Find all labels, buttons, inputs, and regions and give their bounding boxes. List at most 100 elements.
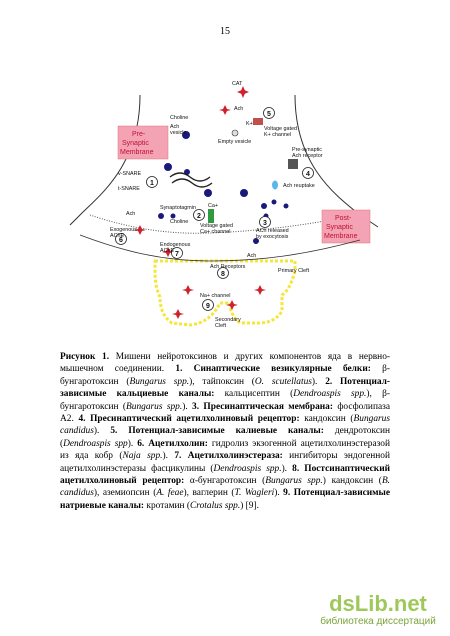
ach-star-icon bbox=[134, 225, 146, 235]
post-synaptic-label-box bbox=[321, 209, 371, 244]
marker-4-label: 4 bbox=[306, 171, 310, 178]
caption-segment: ). bbox=[182, 401, 193, 412]
caption-segment: O. scutellatus bbox=[254, 376, 312, 387]
fig-label-na-channel: Na+ channel bbox=[200, 293, 230, 299]
caption-segment: ). bbox=[281, 463, 293, 474]
fig-label-pre-1: Pre- bbox=[132, 131, 146, 138]
caption-segment: кандоксин ( bbox=[299, 414, 354, 425]
caption-segment: Bungarus spp. bbox=[129, 376, 190, 387]
fig-label-t-snare: t-SNARE bbox=[118, 186, 140, 192]
receptor-star-icon bbox=[172, 309, 184, 319]
caption-segment: ). bbox=[93, 426, 111, 437]
caption-segment: ), β-бунгаротоксин ( bbox=[60, 389, 390, 412]
caption-segment: 7. Ацетилхолинэстераза: bbox=[174, 451, 283, 462]
fig-label-pre-ach-2: Ach receptor bbox=[292, 153, 323, 159]
figure-caption: Рисунок 1. Мишени нейротоксинов и других… bbox=[60, 351, 390, 512]
fig-label-post-3: Membrane bbox=[324, 233, 358, 240]
caption-segment: ). bbox=[162, 451, 175, 462]
vesicle-icon bbox=[283, 203, 289, 209]
marker-9-label: 9 bbox=[206, 303, 210, 310]
fig-label-ach-vesicle-2: vesicle bbox=[170, 130, 186, 136]
caption-segment: кротамин ( bbox=[144, 500, 191, 511]
caption-segment: Crotalus spp. bbox=[190, 500, 241, 511]
caption-segment: кальцисептин ( bbox=[214, 389, 294, 400]
marker-3-label: 3 bbox=[263, 220, 267, 227]
neuromuscular-junction-figure: CAT Ach Choline Ach vesicle Empty vesicl… bbox=[60, 75, 390, 333]
page-number: 15 bbox=[220, 26, 230, 37]
fig-label-secondary-1: Secondary bbox=[215, 317, 241, 323]
ach-star-icon bbox=[219, 105, 231, 115]
caption-segment: ), ваглерин ( bbox=[183, 488, 235, 499]
cat-star-icon bbox=[237, 86, 249, 98]
ca-channel-icon bbox=[208, 209, 214, 223]
fig-label-choline: Choline bbox=[170, 115, 188, 121]
caption-segment: 1. Синаптические везикулярные белки: bbox=[175, 364, 371, 375]
vesicle-icon bbox=[158, 213, 164, 219]
caption-segment: Dendroaspis spp bbox=[63, 438, 128, 449]
marker-7 bbox=[171, 247, 183, 259]
ach-star-icon bbox=[162, 247, 174, 257]
caption-segment: Bungarus spp. bbox=[265, 476, 323, 487]
fig-label-empty-vesicle: Empty vesicle bbox=[218, 139, 251, 145]
fig-label-secondary-2: Cleft bbox=[215, 323, 227, 329]
fig-label-ach-vesicle: Ach bbox=[170, 124, 179, 130]
caption-segment: β-бунгаротоксин ( bbox=[60, 364, 390, 387]
fig-label-pre-3: Membrane bbox=[120, 149, 154, 156]
fig-label-ach-released-1: ACh released bbox=[256, 228, 289, 234]
post-membrane-line bbox=[79, 234, 361, 262]
marker-3 bbox=[259, 216, 271, 228]
vesicle-icon bbox=[271, 199, 277, 205]
receptor-star-icon bbox=[226, 300, 238, 310]
caption-segment: гидролиз экзогенной ацетилхолинэстеразой… bbox=[60, 438, 391, 462]
reuptake-drop-icon bbox=[272, 180, 278, 190]
caption-segment: A. feae bbox=[156, 488, 184, 499]
marker-1 bbox=[146, 176, 158, 188]
marker-7-label: 7 bbox=[175, 251, 179, 258]
fig-label-exo-2: AChE bbox=[110, 233, 124, 239]
caption-segment: Naja spp. bbox=[122, 451, 163, 462]
receptor-star-icon bbox=[182, 285, 194, 295]
caption-segment: Мишени нейротоксинов и других компоненто… bbox=[60, 352, 391, 375]
pre-ach-receptor-icon bbox=[288, 159, 298, 169]
caption-segment: ), аземиопсин ( bbox=[93, 488, 157, 499]
marker-6-label: 6 bbox=[119, 237, 123, 244]
fig-label-pre-2: Synaptic bbox=[122, 140, 149, 147]
caption-segment: 5. Потенциал-зависимые калиевые каналы: bbox=[110, 426, 324, 437]
caption-segment: Bungarus candidus bbox=[60, 414, 390, 437]
fig-label-vg-k-2: K+ channel bbox=[264, 132, 291, 138]
vesicle-icon bbox=[170, 213, 176, 219]
figure-svg: CAT Ach Choline Ach vesicle Empty vesicl… bbox=[69, 81, 379, 329]
fig-label-v-snare: v-SNARE bbox=[118, 171, 141, 177]
fig-label-ach-top: Ach bbox=[234, 106, 243, 112]
fig-label-endo-1: Endogenous bbox=[160, 242, 191, 248]
caption-segment: 2. Потенциал-зависимые кальциевые каналы… bbox=[60, 376, 390, 400]
caption-segment: дендротоксин ( bbox=[60, 426, 391, 449]
marker-5-label: 5 bbox=[267, 111, 271, 118]
vesicle-icon bbox=[261, 203, 267, 209]
postsynaptic-folds bbox=[153, 259, 297, 327]
fig-label-k: K+ bbox=[246, 121, 253, 127]
caption-segment: 9. Потенциал-зависимые натриевые каналы: bbox=[60, 488, 391, 511]
fig-label-vg-ca-2: Ca+ channel bbox=[200, 229, 230, 235]
caption-segment: 4. Пресинаптический ацетилхолиновый реце… bbox=[78, 414, 300, 425]
fig-label-ach-released-2: by exocytosis bbox=[256, 234, 289, 240]
caption-segment: 8. Постсинаптический ацетилхолиновый рец… bbox=[60, 463, 391, 487]
vesicle-icon bbox=[182, 131, 190, 139]
k-channel-icon bbox=[253, 118, 263, 125]
caption-segment: α-бунгаротоксин ( bbox=[184, 476, 266, 487]
marker-2 bbox=[193, 209, 205, 221]
marker-4 bbox=[302, 167, 314, 179]
caption-segment: ). bbox=[127, 438, 138, 449]
marker-2-label: 2 bbox=[197, 213, 201, 220]
pre-synaptic-label-box bbox=[117, 125, 169, 160]
vesicle-icon bbox=[240, 189, 248, 197]
vesicle-icon bbox=[253, 238, 259, 244]
caption-segment: 6. Ацетилхолин: bbox=[137, 438, 208, 449]
watermark-logo: dsLib.net bbox=[329, 591, 427, 616]
caption-segment: ) кандоксин ( bbox=[322, 476, 382, 487]
caption-segment: T. Wagleri bbox=[234, 488, 275, 499]
caption-segment: ингибиторы эндогенной ацетилхолинэстераз… bbox=[60, 451, 391, 474]
vesicle-icon bbox=[204, 189, 212, 197]
caption-segment: ). bbox=[274, 488, 284, 499]
snare-complex bbox=[169, 172, 211, 182]
